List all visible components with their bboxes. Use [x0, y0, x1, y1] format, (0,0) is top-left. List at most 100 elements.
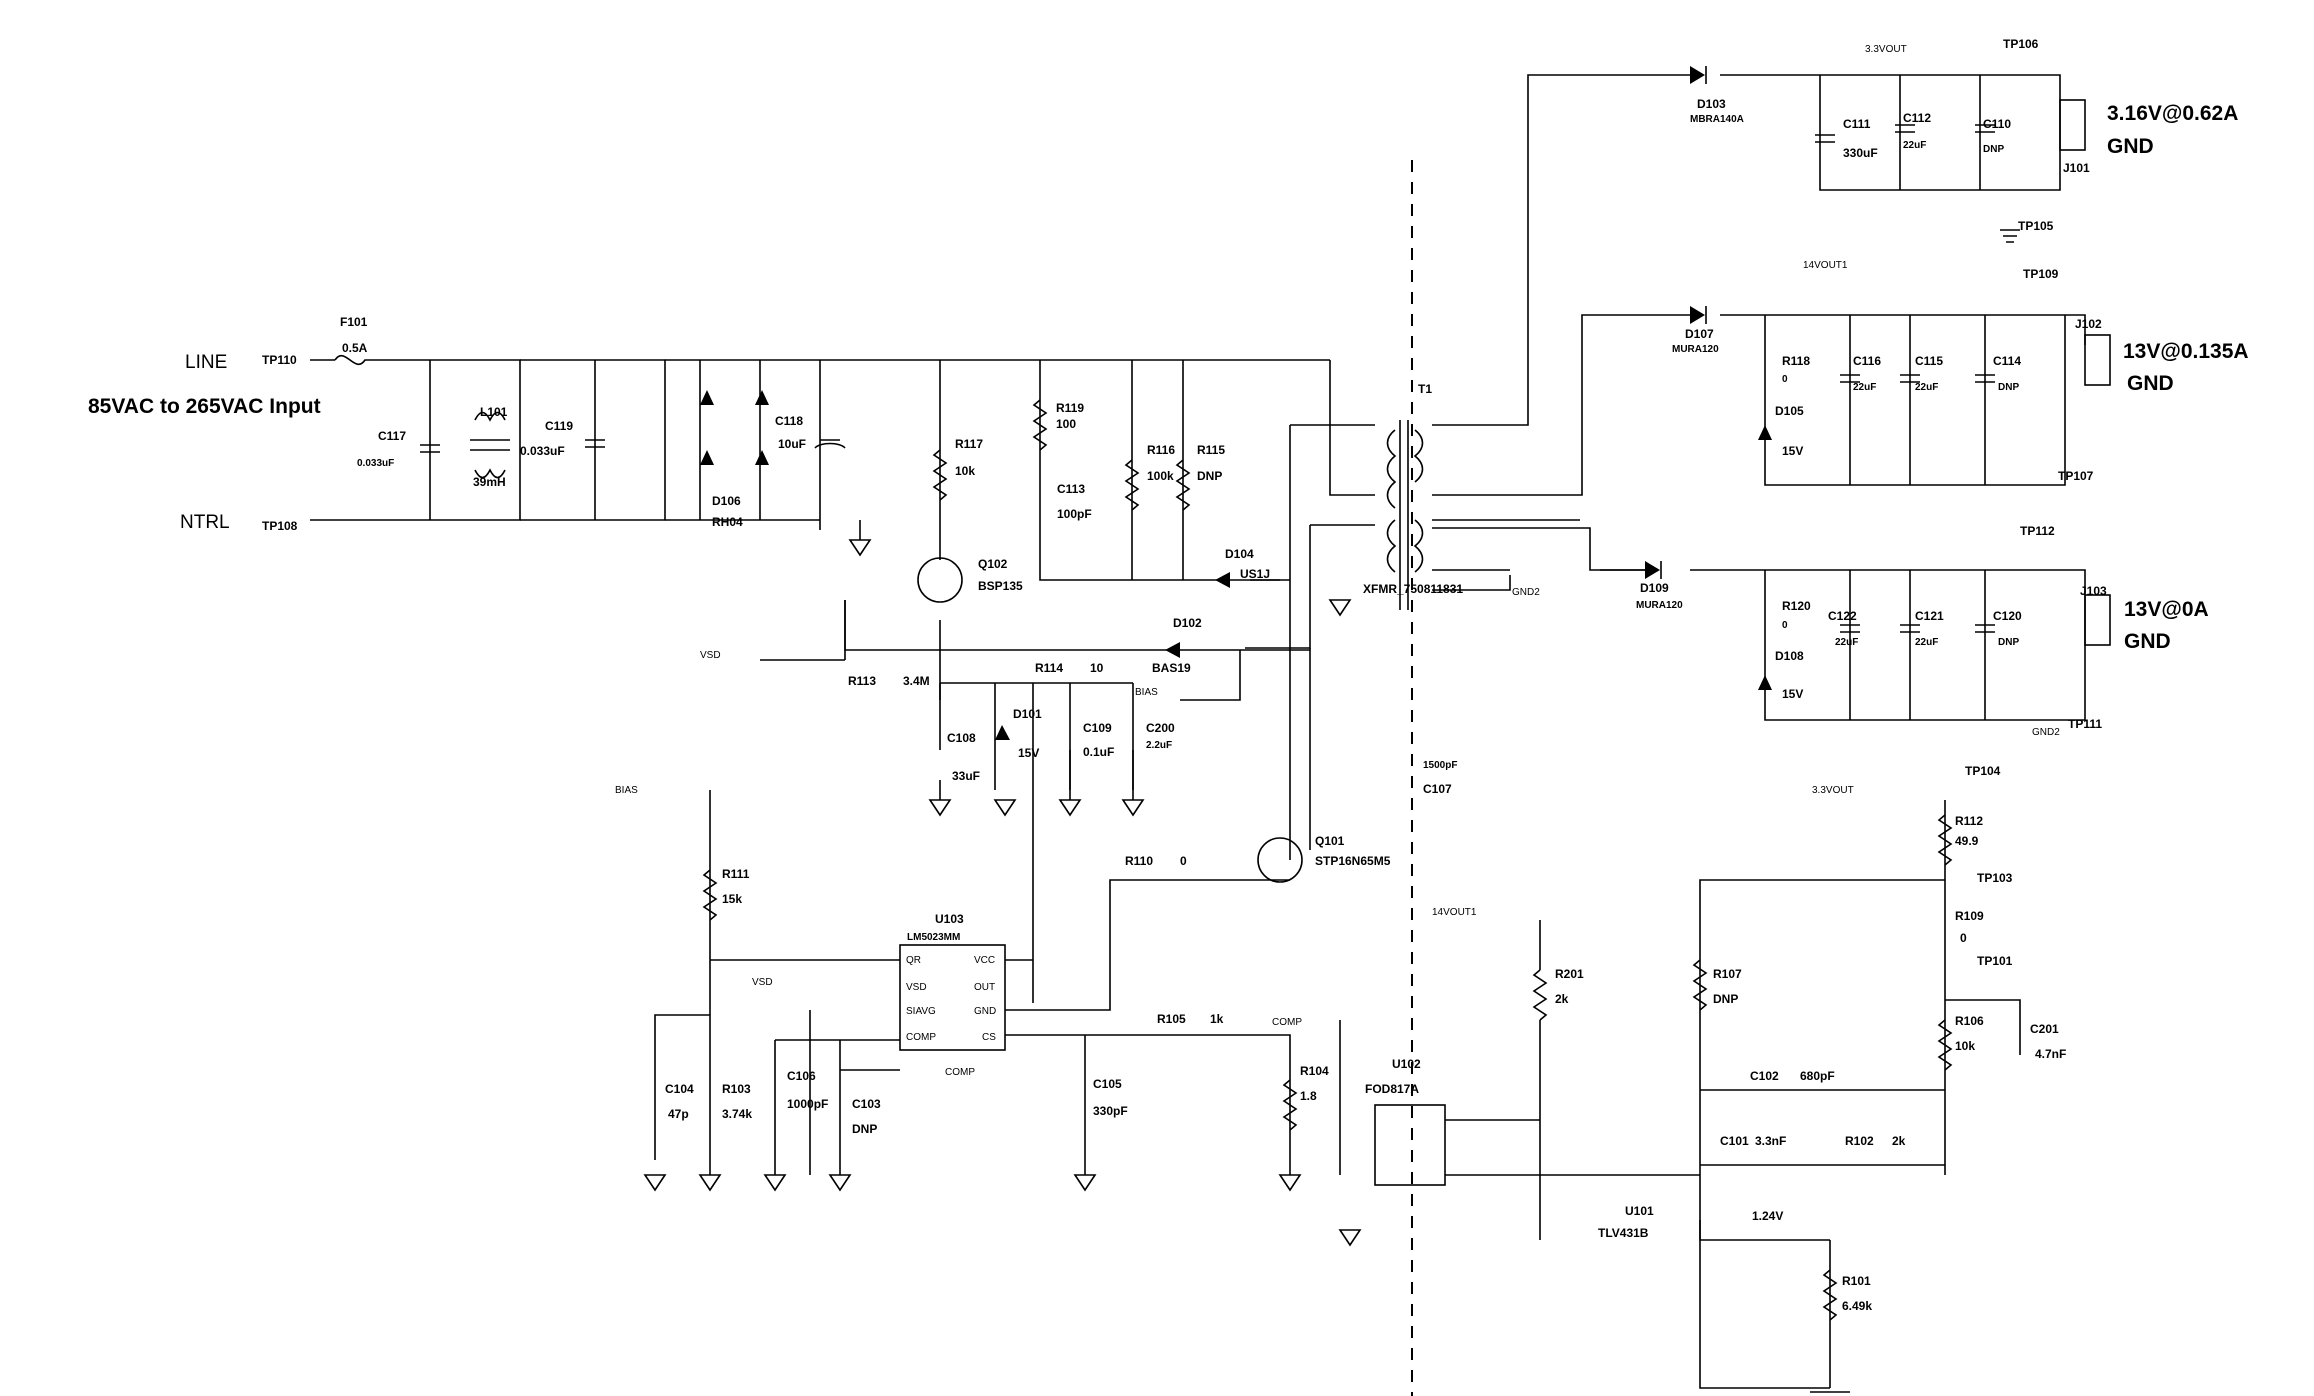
d107-ref: D107 [1685, 327, 1714, 341]
tp103: TP103 [1977, 871, 2013, 885]
output-2-connector: J102 [2075, 317, 2102, 331]
l101-value: 39mH [473, 475, 506, 489]
line-input-label: LINE [185, 352, 227, 373]
neutral-input-label: NTRL [180, 512, 230, 533]
tp104: TP104 [1965, 764, 2001, 778]
r110-value: 0 [1180, 854, 1187, 868]
d108-ref: D108 [1775, 649, 1804, 663]
d103-ref: D103 [1697, 97, 1726, 111]
r118-ref: R118 [1782, 354, 1810, 368]
wiring [310, 74, 2086, 1389]
c110-ref: C110 [1983, 117, 2011, 131]
u103-pin-gnd: GND [974, 1006, 996, 1017]
r117-value: 10k [955, 464, 975, 478]
f101-value: 0.5A [342, 341, 368, 355]
tp109: TP109 [2023, 267, 2059, 281]
net-bias-left: BIAS [615, 785, 638, 796]
c105-value: 330pF [1093, 1104, 1128, 1118]
tp111: TP111 [2068, 717, 2102, 731]
tp108: TP108 [262, 519, 298, 533]
u103-value: LM5023MM [907, 932, 960, 943]
r107-ref: R107 [1713, 967, 1742, 981]
u102-value: FOD817A [1365, 1082, 1419, 1096]
net-vsd-u103: VSD [752, 977, 773, 988]
r114-ref: R114 [1035, 661, 1063, 675]
net-14v-top: 14VOUT1 [1803, 260, 1848, 271]
output-2-rating: 13V@0.135A [2123, 340, 2249, 363]
r103-ref: R103 [722, 1082, 751, 1096]
symbol-shapes [334, 66, 2111, 1393]
tp112: TP112 [2020, 524, 2055, 538]
c112-value: 22uF [1903, 140, 1926, 151]
r112-value: 49.9 [1955, 834, 1979, 848]
c200-ref: C200 [1146, 721, 1175, 735]
c117-ref: C117 [378, 429, 406, 443]
c115-ref: C115 [1915, 354, 1943, 368]
net-gnd2-t1: GND2 [1512, 587, 1540, 598]
r109-ref: R109 [1955, 909, 1984, 923]
r104-ref: R104 [1300, 1064, 1329, 1078]
r120-ref: R120 [1782, 599, 1811, 613]
output-3-rating: 13V@0A [2124, 598, 2209, 621]
tp105: TP105 [2018, 219, 2054, 233]
q101-ref: Q101 [1315, 834, 1345, 848]
c120-value: DNP [1998, 637, 2019, 648]
output-1-gnd: GND [2107, 135, 2154, 158]
net-vref: 1.24V [1752, 1209, 1783, 1223]
u103-pin-siavg: SIAVG [906, 1006, 936, 1017]
r201-ref: R201 [1555, 967, 1584, 981]
r103-value: 3.74k [722, 1107, 752, 1121]
c112-ref: C112 [1903, 111, 1931, 125]
c106-value: 1000pF [787, 1097, 828, 1111]
u103-pin-out: OUT [974, 982, 995, 993]
r114-value: 10 [1090, 661, 1104, 675]
c119-value: 0.033uF [520, 444, 565, 458]
d102-ref: D102 [1173, 616, 1202, 630]
c118-ref: C118 [775, 414, 803, 428]
u103-pin-qr: QR [906, 955, 921, 966]
r109-value: 0 [1960, 931, 1967, 945]
d105-ref: D105 [1775, 404, 1804, 418]
r113-value: 3.4M [903, 674, 930, 688]
r115-value: DNP [1197, 469, 1222, 483]
q102-value: BSP135 [978, 579, 1023, 593]
c106-ref: C106 [787, 1069, 816, 1083]
r106-value: 10k [1955, 1039, 1975, 1053]
c201-value: 4.7nF [2035, 1047, 2066, 1061]
r111-value: 15k [722, 892, 742, 906]
part-labels: F101 0.5A C117 0.033uF L101 39mH C119 0.… [340, 97, 2066, 1313]
d104-ref: D104 [1225, 547, 1254, 561]
c105-ref: C105 [1093, 1077, 1122, 1091]
u103-ref: U103 [935, 912, 964, 926]
c102-value: 680pF [1800, 1069, 1835, 1083]
tp106: TP106 [2003, 37, 2039, 51]
c122-ref: C122 [1828, 609, 1857, 623]
q102-ref: Q102 [978, 557, 1008, 571]
c115-value: 22uF [1915, 382, 1938, 393]
c113-ref: C113 [1057, 482, 1085, 496]
r101-value: 6.49k [1842, 1299, 1872, 1313]
r119-ref: R119 [1056, 401, 1084, 415]
net-comp-u103: COMP [945, 1067, 975, 1078]
net-bias-mid: BIAS [1135, 687, 1158, 698]
r112-ref: R112 [1955, 814, 1983, 828]
r104-value: 1.8 [1300, 1089, 1317, 1103]
u102-ref: U102 [1392, 1057, 1421, 1071]
c103-value: DNP [852, 1122, 877, 1136]
c114-ref: C114 [1993, 354, 2021, 368]
r106-ref: R106 [1955, 1014, 1984, 1028]
c117-value: 0.033uF [357, 458, 394, 469]
r118-value: 0 [1782, 374, 1788, 385]
u103-pin-comp: COMP [906, 1032, 936, 1043]
l101-ref: L101 [480, 405, 508, 419]
c109-ref: C109 [1083, 721, 1112, 735]
u103-pin-cs: CS [982, 1032, 996, 1043]
c101-value: 3.3nF [1755, 1134, 1786, 1148]
c121-value: 22uF [1915, 637, 1938, 648]
c118-value: 10uF [778, 437, 806, 451]
c201-ref: C201 [2030, 1022, 2059, 1036]
c119-ref: C119 [545, 419, 573, 433]
u103-pin-vsd: VSD [906, 982, 927, 993]
r119-value: 100 [1056, 417, 1076, 431]
